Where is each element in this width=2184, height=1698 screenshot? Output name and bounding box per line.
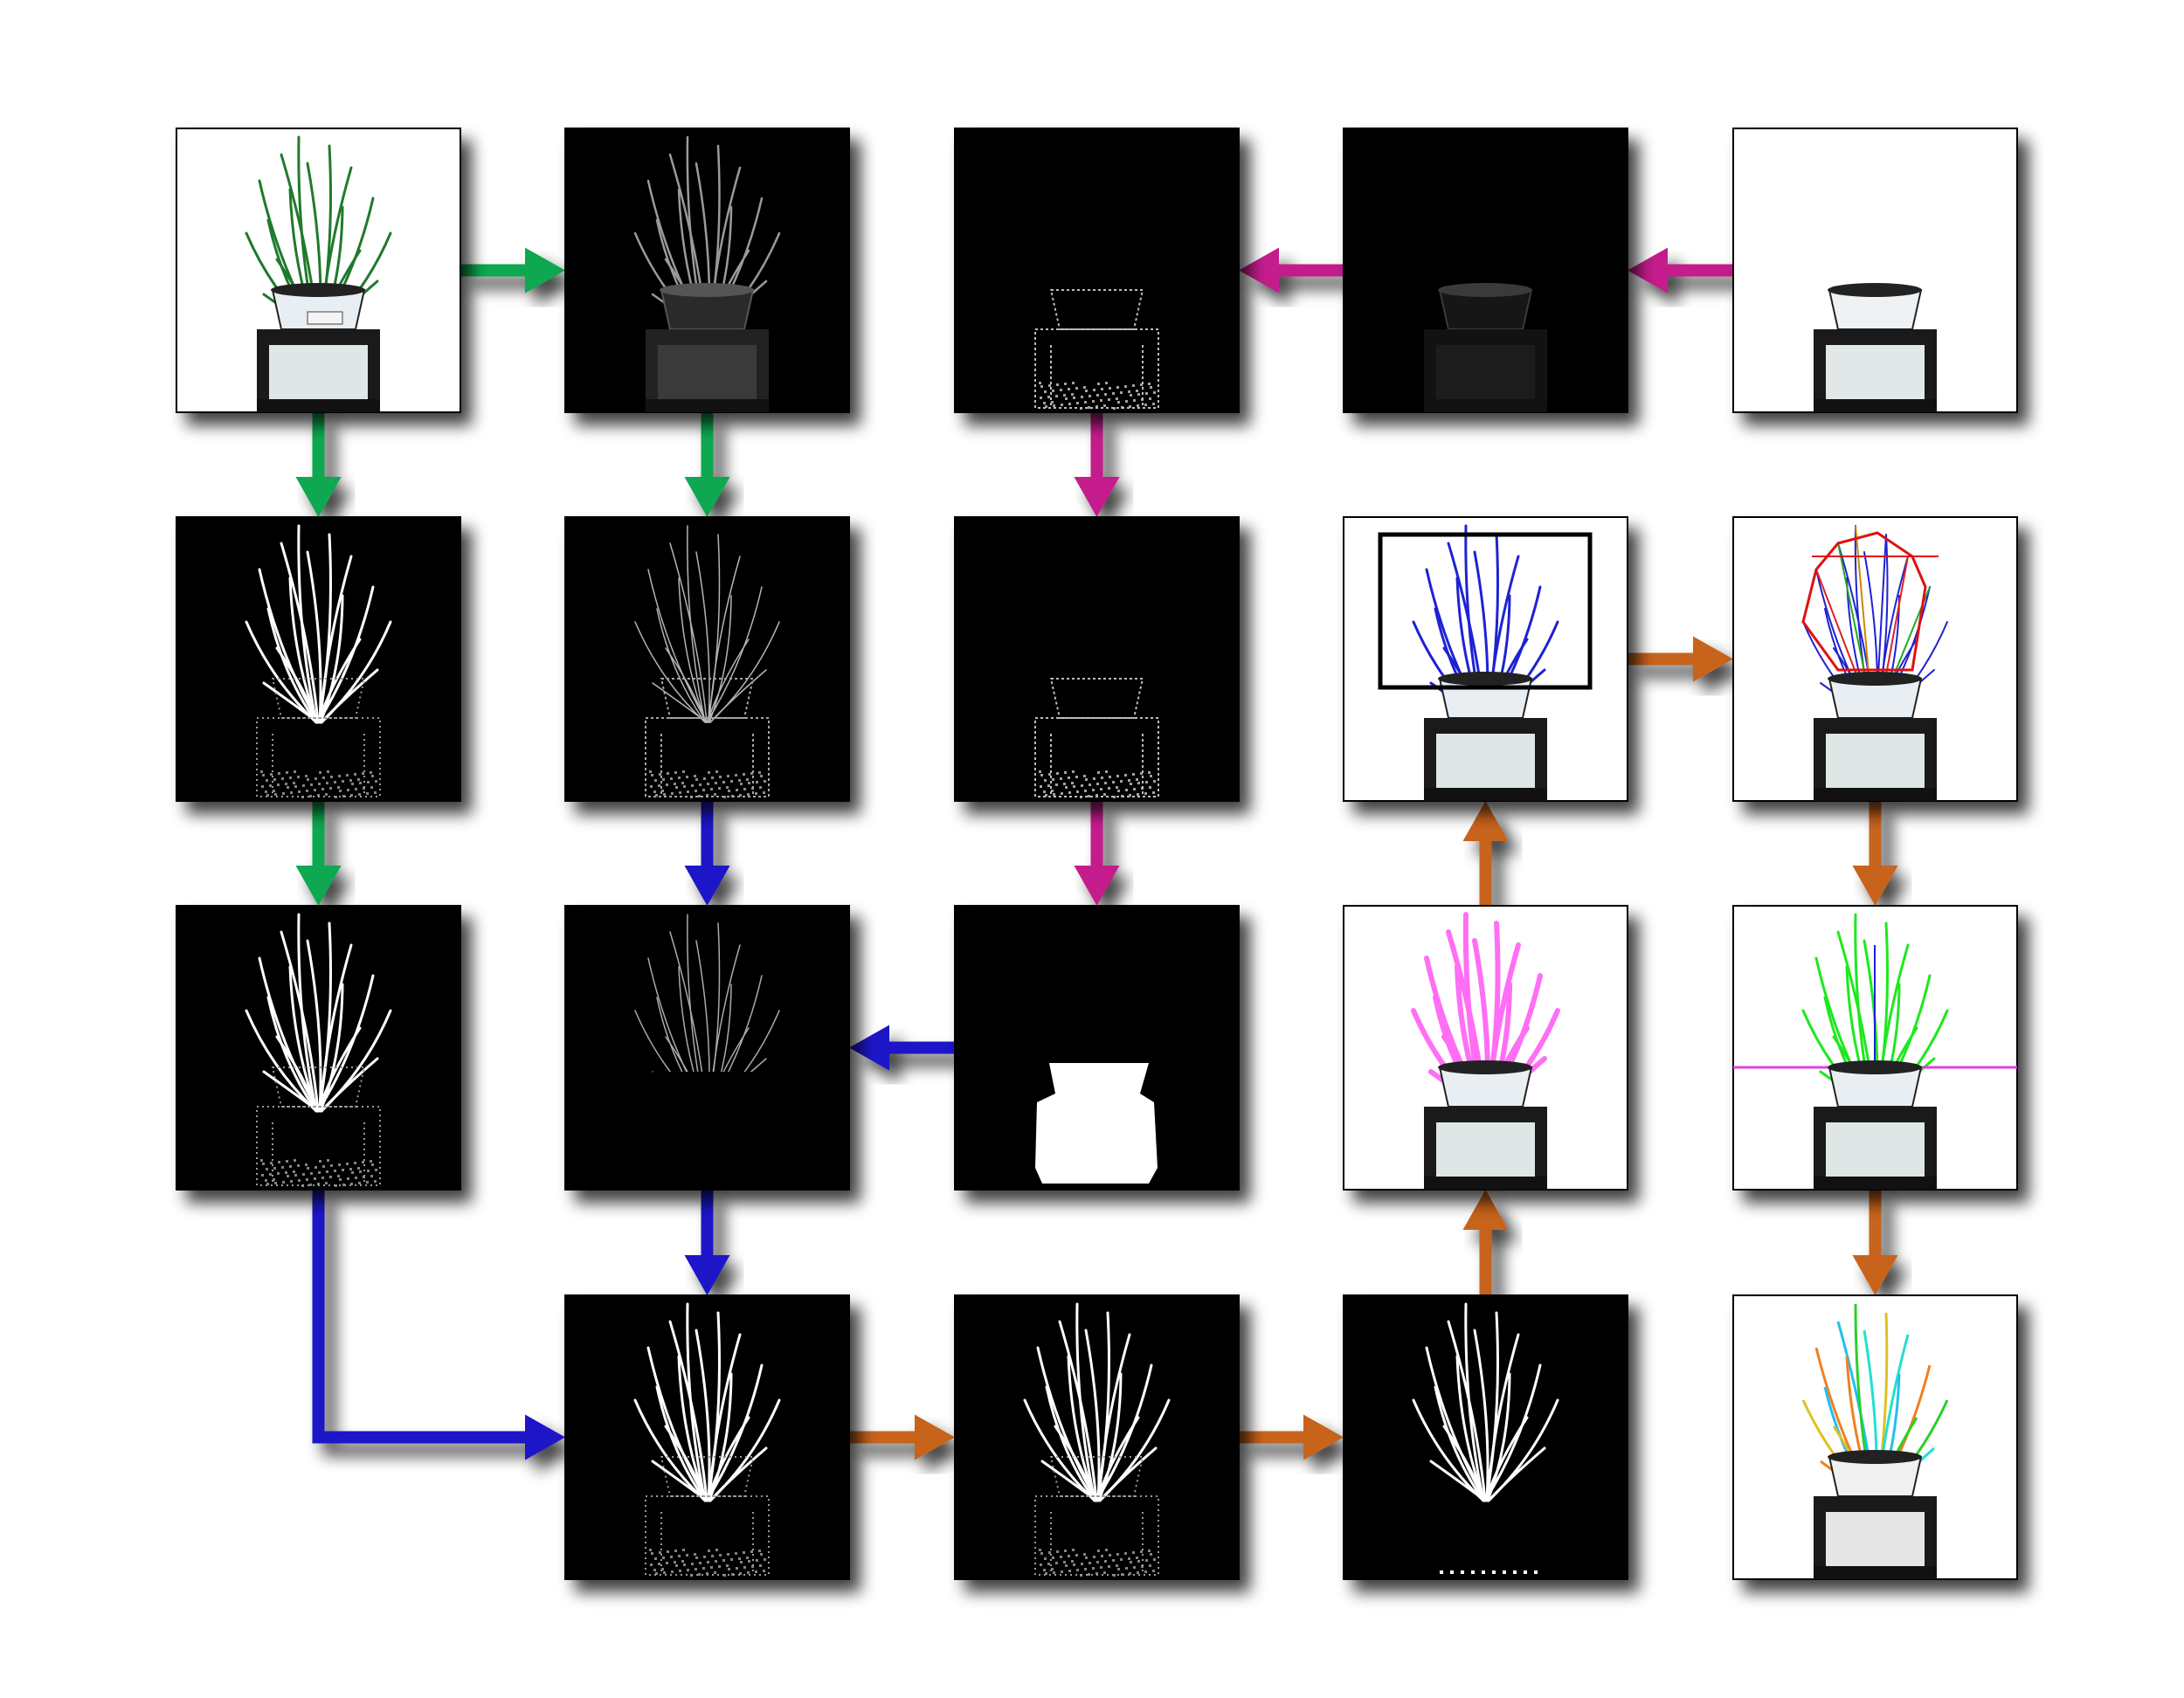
arrow-r1c4-to-r1c3 — [1239, 247, 1344, 293]
arrow-head — [1693, 636, 1733, 682]
panel-r4c2 — [564, 1294, 850, 1580]
arrow-head — [1628, 247, 1668, 293]
arrow-head — [1303, 1414, 1344, 1460]
panel-r1c2 — [564, 128, 850, 413]
panel-image-clean-plant — [1412, 1302, 1559, 1574]
arrow-r4c3-to-r4c4 — [1239, 1414, 1344, 1460]
arrow-head — [1074, 866, 1120, 906]
arrow-r2c4-to-r2c5 — [1628, 636, 1733, 682]
arrow-head — [915, 1414, 955, 1460]
panel-frame — [564, 1294, 850, 1580]
panel-r2c3 — [954, 516, 1240, 802]
panel-image-pot-dark — [1424, 283, 1547, 412]
panel-r2c2 — [564, 516, 850, 802]
arrow-head — [525, 1414, 565, 1460]
arrow-r2c2-to-r3c2 — [684, 801, 730, 906]
arrow-r3c4-to-r2c4 — [1462, 801, 1509, 906]
panel-r1c5 — [1732, 128, 2018, 413]
arrow-head — [1852, 866, 1898, 906]
panel-r1c1 — [176, 128, 461, 413]
panel-frame — [176, 905, 461, 1191]
panel-image-binary-plant — [633, 1302, 781, 1577]
arrow-head — [1074, 477, 1120, 517]
panel-r2c1 — [176, 516, 461, 802]
panel-r3c3 — [954, 905, 1240, 1191]
panel-r3c4 — [1343, 905, 1628, 1191]
panel-r2c5 — [1732, 516, 2018, 802]
panel-r4c5 — [1732, 1294, 2018, 1580]
arrow-r1c3-to-r2c3 — [1074, 412, 1120, 517]
arrow-r2c3-to-r3c3 — [1074, 801, 1120, 906]
panel-image-pot-edges — [1034, 678, 1159, 798]
arrow-r3c2-to-r4c2 — [684, 1190, 730, 1295]
arrow-shaft — [312, 1190, 525, 1444]
panel-r3c2 — [564, 905, 850, 1191]
panel-r2c4 — [1343, 516, 1628, 802]
panel-image-color-plant — [245, 135, 392, 412]
arrow-r1c1-to-r1c2 — [460, 247, 565, 293]
arrow-head — [1462, 1190, 1509, 1230]
arrow-r2c5-to-r3c5 — [1852, 801, 1898, 906]
arrow-r3c5-to-r4c5 — [1852, 1190, 1898, 1295]
panel-image-skeleton-plant — [1801, 1303, 1949, 1579]
arrow-r3c3-to-r3c2 — [849, 1025, 955, 1071]
panel-image-binary-plant — [245, 913, 392, 1187]
panel-image-pot-only — [1814, 283, 1937, 412]
arrow-r1c1-to-r2c1 — [295, 412, 342, 517]
panels-layer — [176, 128, 2018, 1580]
panel-frame — [564, 516, 850, 802]
panel-r4c4 — [1343, 1294, 1628, 1580]
arrow-head — [295, 866, 342, 906]
panel-frame — [954, 516, 1240, 802]
arrow-head — [684, 477, 730, 517]
arrow-r1c5-to-r1c4 — [1628, 247, 1733, 293]
arrow-head — [684, 1255, 730, 1295]
arrow-head — [1852, 1255, 1898, 1295]
panel-r1c3 — [954, 128, 1240, 413]
panel-image-pink-plant — [1411, 912, 1560, 1190]
arrow-head — [684, 866, 730, 906]
arrow-head — [1462, 801, 1509, 841]
panel-frame — [954, 128, 1240, 413]
panel-image-height-plant — [1733, 913, 2017, 1190]
panel-frame — [176, 516, 461, 802]
panel-r1c4 — [1343, 128, 1628, 413]
panel-image-pot-edges — [1034, 289, 1159, 410]
panel-image-binary-plant — [1023, 1302, 1171, 1577]
panel-image-edge-plant — [634, 525, 780, 798]
panel-frame — [1343, 1294, 1628, 1580]
arrow-r3c1-to-r4c2 — [312, 1190, 565, 1460]
panel-r4c3 — [954, 1294, 1240, 1580]
arrow-head — [525, 247, 565, 293]
arrow-r2c1-to-r3c1 — [295, 801, 342, 906]
panel-frame — [954, 1294, 1240, 1580]
panel-image-pot-mask — [1035, 1063, 1158, 1184]
panel-image-hull-plant — [1801, 525, 1948, 801]
panel-r3c5 — [1732, 905, 2018, 1191]
arrow-r4c4-to-r3c4 — [1462, 1190, 1509, 1295]
arrow-r1c2-to-r2c2 — [684, 412, 730, 517]
panel-image-binary-plant — [245, 524, 392, 798]
arrow-head — [849, 1025, 889, 1071]
arrow-head — [1239, 247, 1279, 293]
panel-image-masked-edges — [634, 914, 780, 1177]
panel-image-gray-plant — [633, 135, 781, 412]
panel-r3c1 — [176, 905, 461, 1191]
panel-image-bbox-plant — [1378, 524, 1593, 801]
arrow-r4c2-to-r4c3 — [849, 1414, 955, 1460]
arrows-layer — [295, 247, 1898, 1460]
arrow-head — [295, 477, 342, 517]
